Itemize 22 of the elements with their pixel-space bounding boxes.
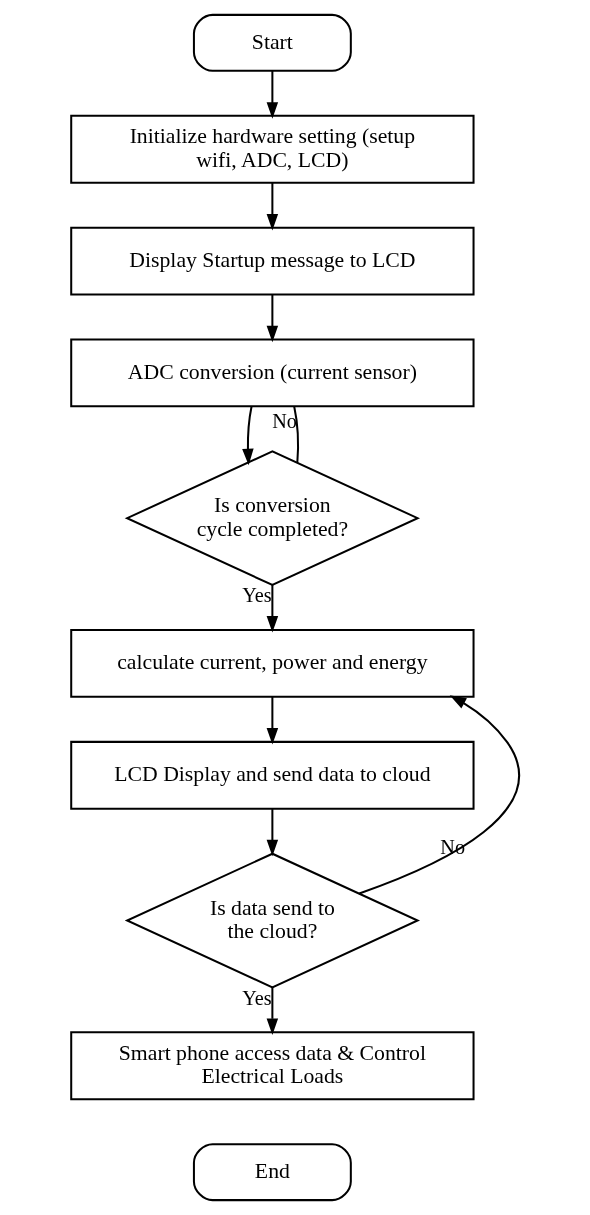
- edge-label: No: [271, 410, 297, 433]
- arrow: [266, 987, 278, 1035]
- node-box: LCD Display and send data to cloud: [69, 740, 475, 810]
- connector: [292, 406, 299, 463]
- arrow: [358, 695, 520, 895]
- node-box: ADC conversion (current sensor): [69, 338, 475, 408]
- arrow: [241, 406, 254, 466]
- edge-label: Yes: [241, 986, 272, 1009]
- node-box: calculate current, power and energy: [69, 629, 475, 698]
- node-box: Start: [192, 13, 352, 72]
- node-box: Initialize hardware setting (setup wifi, ADC, LCD): [69, 114, 475, 184]
- node-box: Display Startup message to LCD: [69, 226, 475, 296]
- node-diamond: Is data send to the cloud?: [124, 852, 420, 989]
- arrow: [266, 697, 278, 745]
- arrow: [266, 585, 278, 633]
- arrow: [266, 294, 278, 343]
- node-box: Smart phone access data & Control Electrical Loads: [69, 1031, 475, 1101]
- arrow: [266, 182, 278, 231]
- edge-label: Yes: [241, 584, 272, 607]
- arrow: [266, 809, 278, 857]
- node-box: End: [192, 1143, 352, 1202]
- arrow: [266, 71, 278, 119]
